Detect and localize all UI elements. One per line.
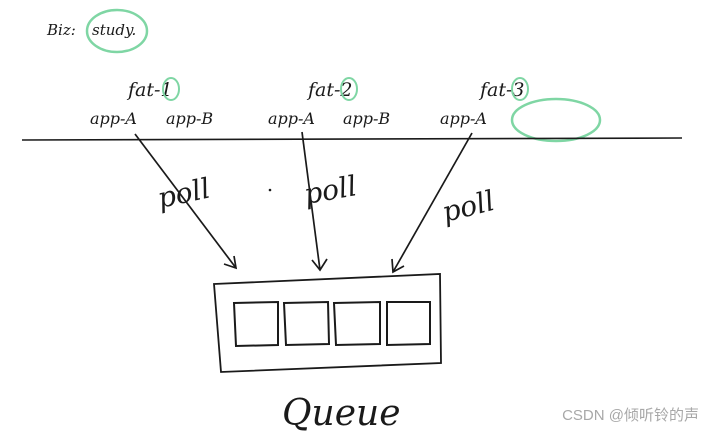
edge-label-poll-2: poll: [301, 169, 359, 211]
env-fat-1-label: fat-1: [126, 79, 173, 101]
edge-label-poll-3: poll: [439, 184, 498, 229]
biz-value: study.: [92, 21, 136, 39]
queue-box: [213, 273, 442, 373]
edge-label-poll-1: poll: [155, 172, 213, 215]
env-fat-2-label: fat-2: [306, 79, 353, 101]
env-fat-3-label: fat-3: [478, 79, 525, 101]
env-fat-3-highlight: [511, 77, 529, 101]
queue-slot-3: [332, 300, 381, 347]
arrow-fat-2-to-queue: [301, 131, 321, 271]
arrow-fat-1-to-queue: [134, 133, 237, 269]
env-fat-1-highlight: [162, 77, 180, 101]
env-fat-1-app-a: app-A: [90, 109, 137, 128]
env-fat-3-empty-slot-circle: [510, 97, 602, 143]
arrow-fat-3-to-queue: [392, 132, 473, 273]
env-fat-2-app-b: app-B: [343, 109, 390, 128]
env-fat-2-app-a: app-A: [268, 109, 315, 128]
queue-slot-2: [282, 300, 331, 347]
divider-line: [21, 137, 683, 141]
arrowhead-fat-3: [391, 258, 405, 274]
arrowhead-fat-1: [223, 255, 238, 270]
arrowhead-fat-2: [311, 258, 328, 272]
biz-highlight-circle: [85, 8, 149, 54]
queue-label: Queue: [282, 393, 401, 434]
queue-slot-1: [232, 300, 279, 348]
stray-mark: [268, 188, 272, 192]
biz-label: Biz:: [46, 21, 76, 39]
watermark: CSDN @倾听铃的声: [562, 407, 699, 424]
env-fat-2-highlight: [340, 77, 358, 101]
env-fat-1-app-b: app-B: [166, 109, 213, 128]
queue-slot-4: [386, 301, 431, 347]
env-fat-3-app-a: app-A: [440, 109, 487, 128]
